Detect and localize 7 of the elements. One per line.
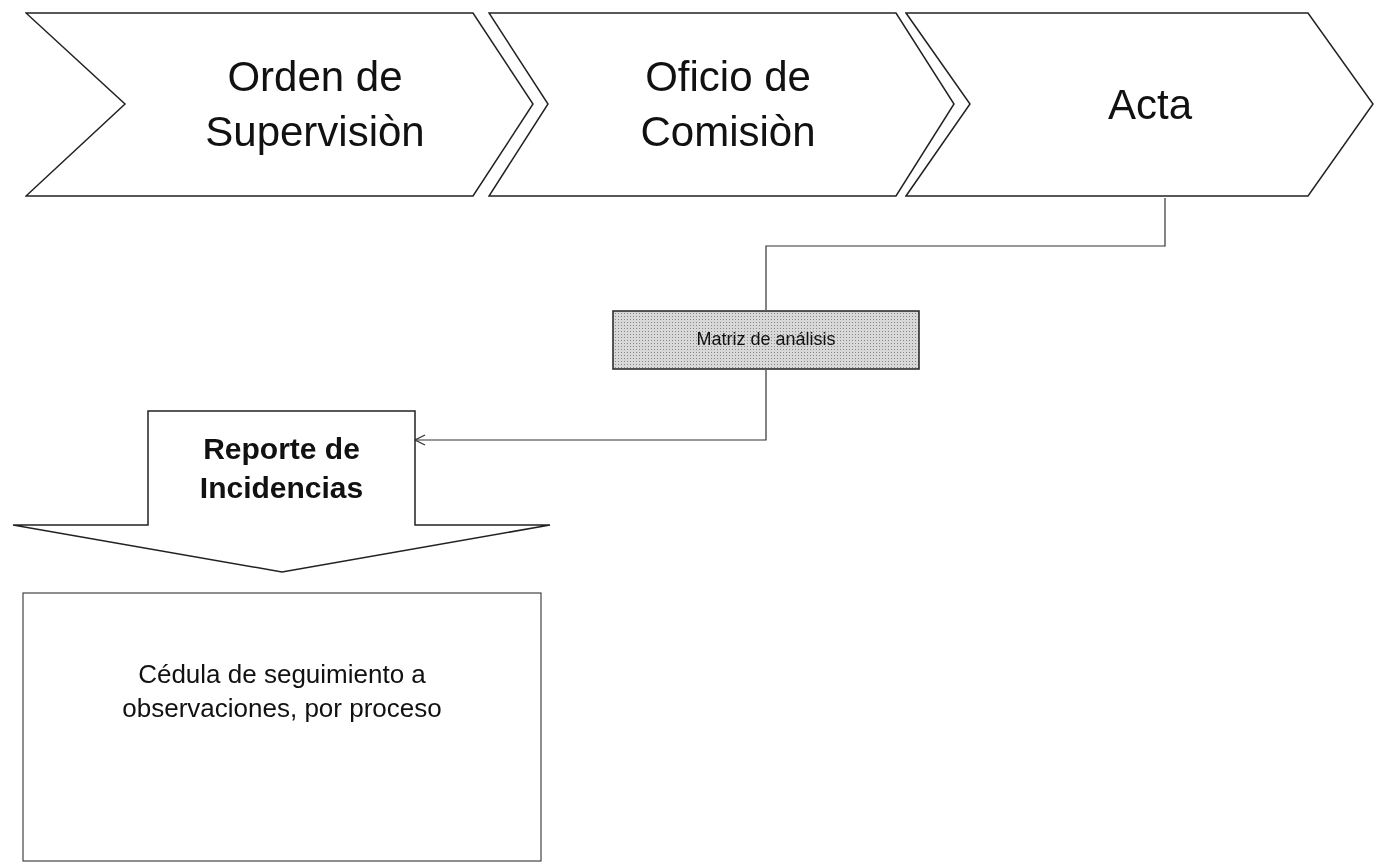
box-label: Matriz de análisis xyxy=(696,328,836,352)
connector-line xyxy=(765,197,1166,311)
step-label: Orden de Supervisiòn xyxy=(204,52,426,157)
step-label: Oficio de Comisiòn xyxy=(639,52,817,157)
box-label: Reporte de Incidencias xyxy=(198,430,365,506)
box-label: Cédula de seguimiento a observaciones, por proceso xyxy=(122,658,442,725)
step-label: Acta xyxy=(1107,79,1192,130)
